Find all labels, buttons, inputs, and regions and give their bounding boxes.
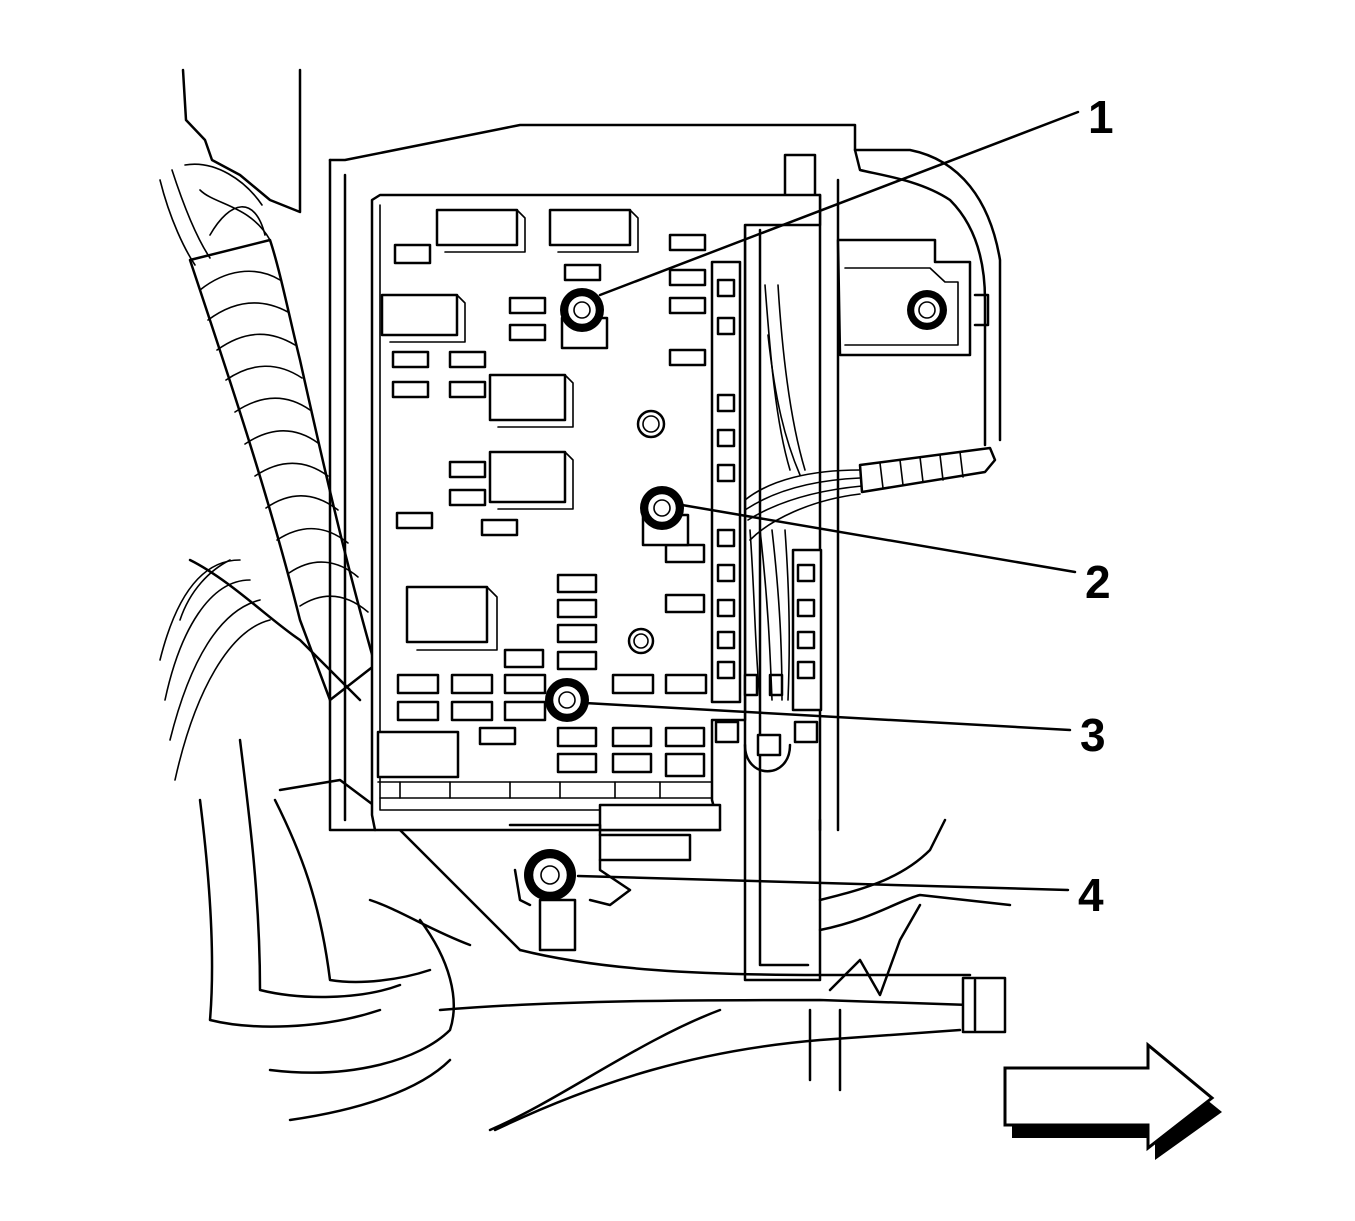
- callout-label-2: 2: [1085, 556, 1111, 608]
- connector-column: [710, 260, 823, 773]
- callout-label-3: 3: [1080, 709, 1106, 761]
- callout-label-4: 4: [1078, 869, 1104, 921]
- fastener-1: [560, 288, 609, 350]
- arrow-right-icon: [1003, 1041, 1222, 1160]
- wire-bundle-right: [744, 284, 997, 701]
- lower-bracket: [508, 803, 722, 952]
- fastener-2: [640, 486, 690, 547]
- fuse-array: [376, 208, 713, 799]
- fastener-4: [524, 849, 576, 901]
- callout-leaders: [576, 110, 1080, 892]
- body-panel-lower: [438, 818, 1012, 1132]
- right-mounting-bracket: [836, 238, 990, 357]
- callout-label-1: 1: [1088, 91, 1114, 143]
- fastener-3: [545, 678, 589, 722]
